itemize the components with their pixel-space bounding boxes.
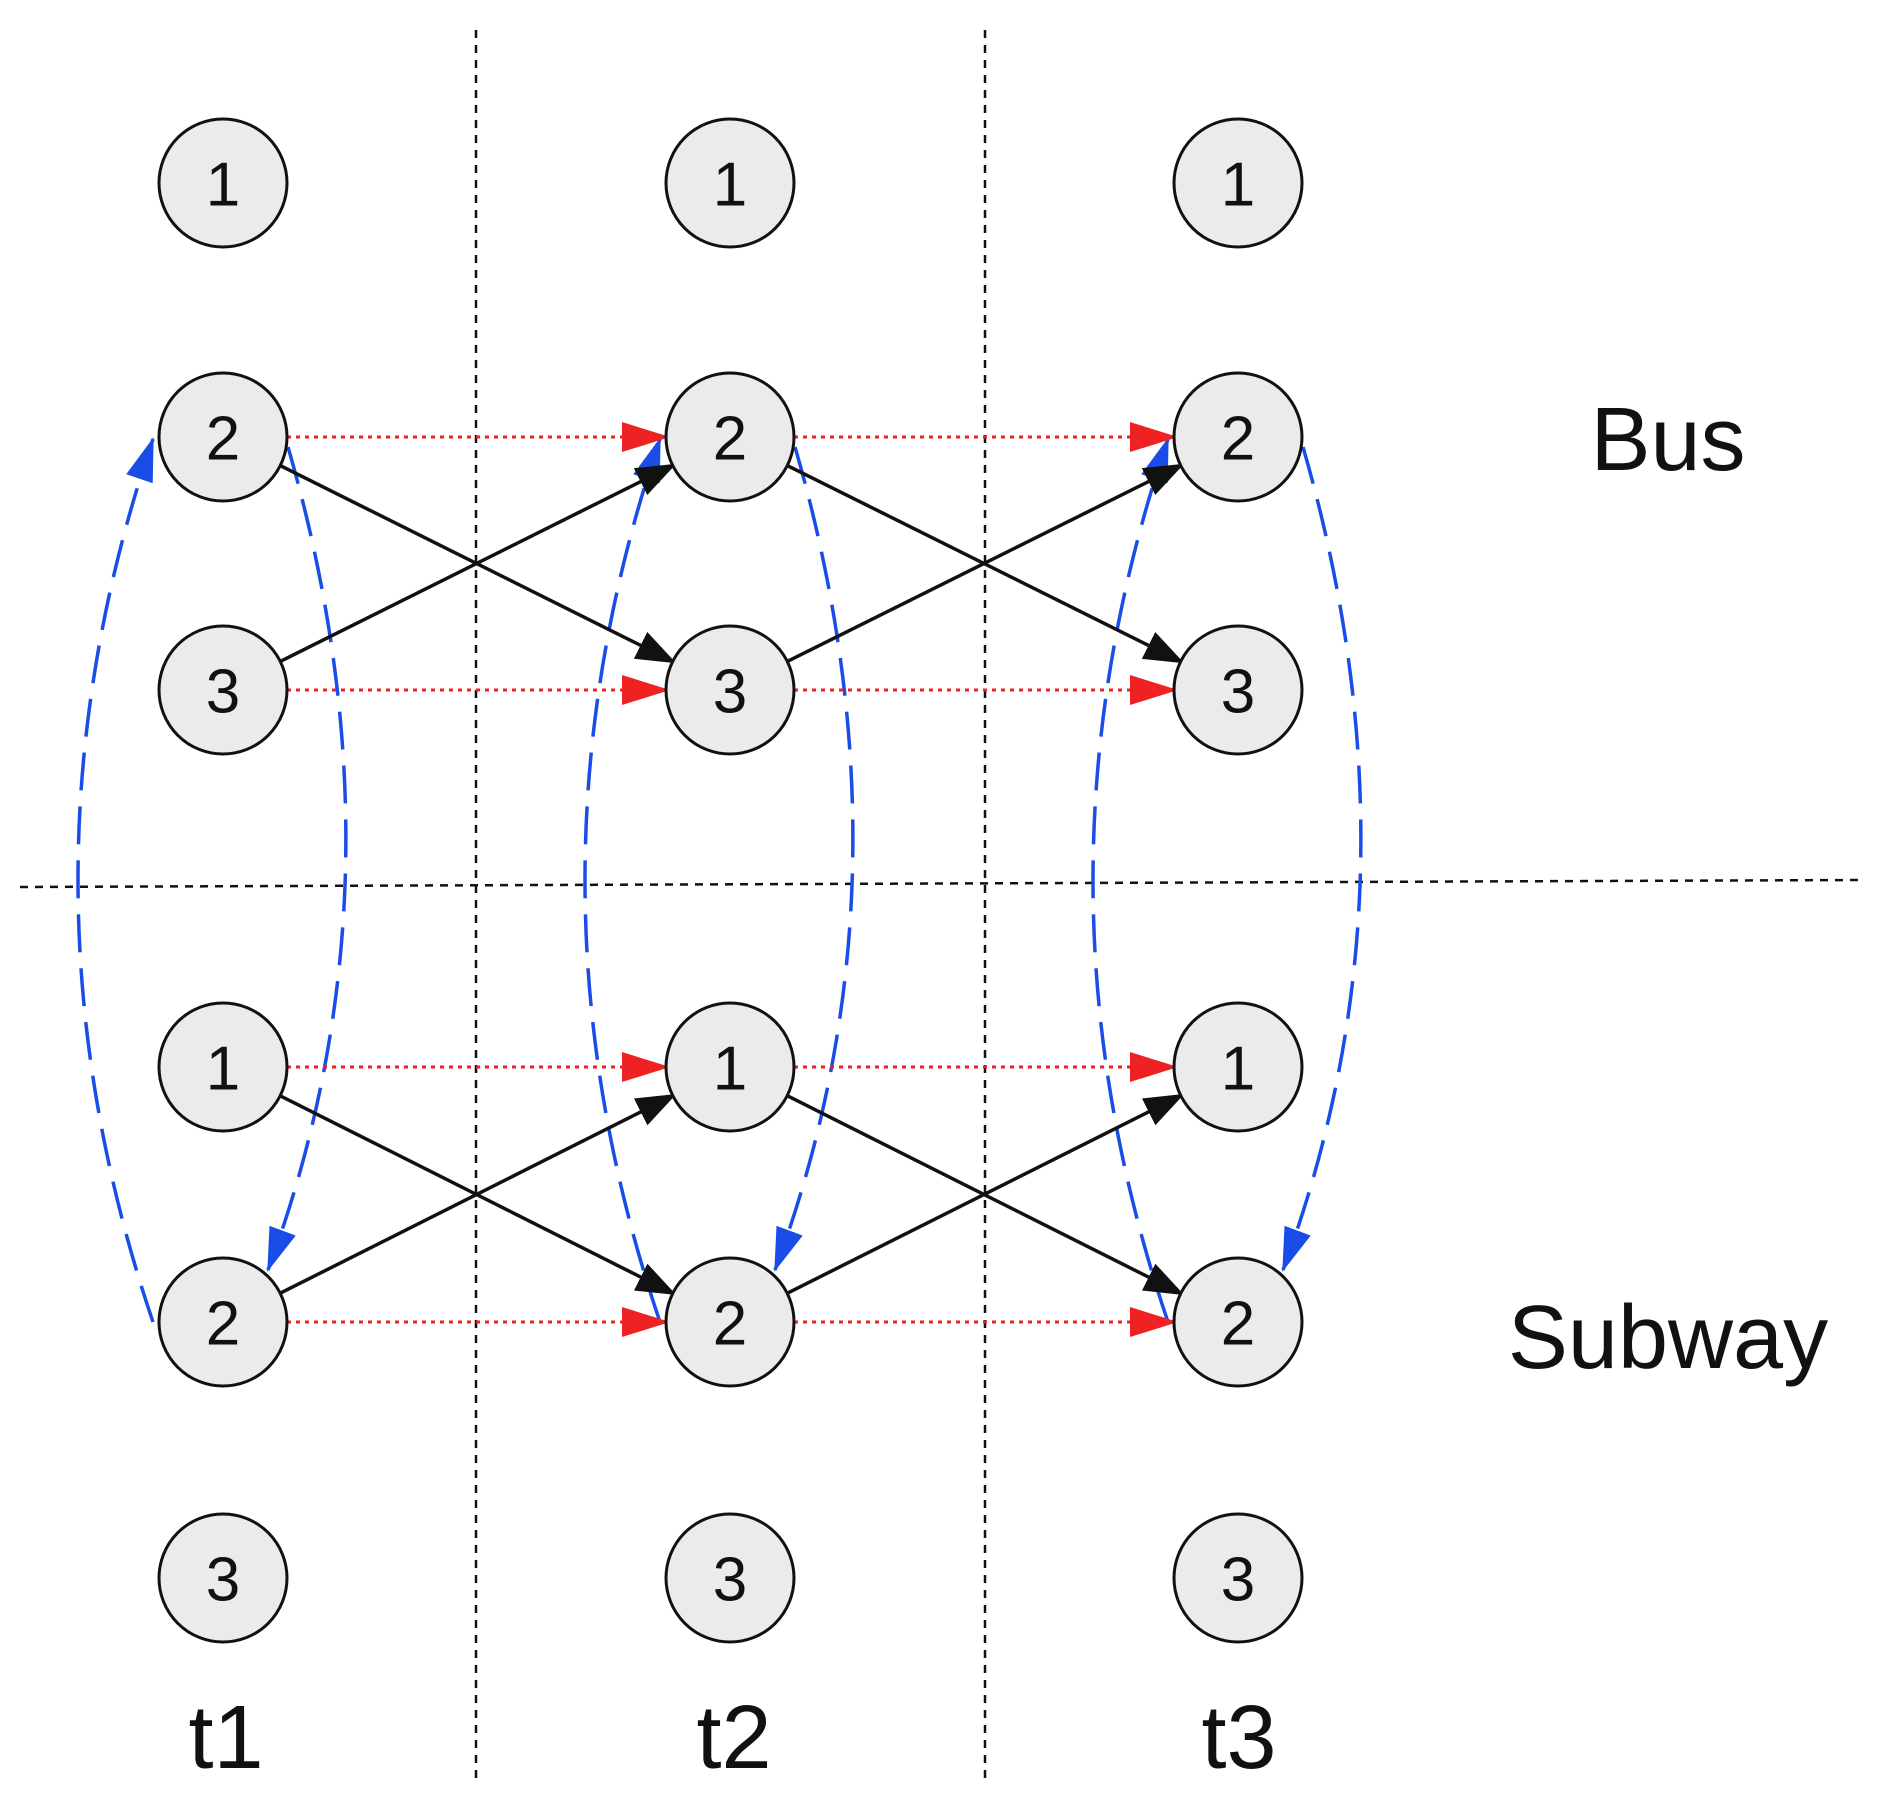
time-labels: t1 t2 t3 [188,1688,1276,1788]
node-label: 3 [1221,1546,1255,1615]
layer-labels: Bus Subway [1508,390,1828,1388]
node-label: 3 [206,1546,240,1615]
node-label: 2 [1221,1290,1255,1359]
node: 1 [1172,117,1304,249]
node: 3 [157,1512,289,1644]
node: 3 [157,624,289,756]
node-label: 2 [206,405,240,474]
node-circle [157,624,289,756]
node-label: 1 [206,1035,240,1104]
node: 3 [1172,1512,1304,1644]
node-label: 2 [713,405,747,474]
node-label: 3 [713,658,747,727]
node: 1 [157,117,289,249]
node-circle [1172,1256,1304,1388]
node-circle [157,371,289,503]
interlayer-edge [773,446,855,1272]
node: 1 [664,1001,796,1133]
spatial-edge [279,1093,677,1295]
layer-label-subway: Subway [1508,1288,1828,1388]
node-circle [157,1001,289,1133]
node-label: 2 [713,1290,747,1359]
node-circle [1172,1512,1304,1644]
node: 2 [1172,371,1304,503]
node-circle [157,117,289,249]
node-label: 1 [1221,151,1255,220]
node: 1 [664,117,796,249]
node-circle [157,1512,289,1644]
node: 3 [1172,624,1304,756]
interlayer-edge [1281,446,1363,1272]
interlayer-edge [1091,437,1170,1323]
node-label: 1 [1221,1035,1255,1104]
node-circle [1172,371,1304,503]
time-label-t1: t1 [188,1688,263,1788]
node: 2 [664,1256,796,1388]
spatial-edges [279,463,1185,1296]
layer-label-bus: Bus [1590,390,1745,490]
interlayer-edge [266,446,348,1272]
node-circle [664,624,796,756]
interlayer-edge [583,437,662,1323]
node: 3 [664,1512,796,1644]
interlayer-edges [76,437,1363,1323]
node: 2 [664,371,796,503]
time-label-t3: t3 [1201,1688,1276,1788]
node-label: 3 [1221,658,1255,727]
node-label: 1 [206,151,240,220]
node-circle [1172,624,1304,756]
node: 3 [664,624,796,756]
node-label: 2 [206,1290,240,1359]
node-circle [664,371,796,503]
dividers [19,30,1861,1785]
node-circle [664,1512,796,1644]
node-label: 3 [713,1546,747,1615]
temporal-edges [287,422,1178,1337]
time-label-t2: t2 [696,1688,771,1788]
node-label: 3 [206,658,240,727]
node-circle [664,1256,796,1388]
node-circle [157,1256,289,1388]
node-label: 1 [713,151,747,220]
node-circle [664,117,796,249]
node: 2 [157,1256,289,1388]
spatial-edge [786,1093,1185,1295]
node-label: 1 [713,1035,747,1104]
node: 2 [157,371,289,503]
node-label: 2 [1221,405,1255,474]
spatial-edge [279,463,677,663]
layer-divider [19,878,1861,889]
node: 1 [1172,1001,1304,1133]
node-circle [1172,117,1304,249]
node-circle [664,1001,796,1133]
interlayer-edge [76,437,155,1323]
spatial-edge [786,463,1185,664]
node: 2 [1172,1256,1304,1388]
node: 1 [157,1001,289,1133]
nodes: 1 1 1 2 2 2 3 3 3 1 1 1 2 2 2 3 3 3 [157,117,1304,1644]
node-circle [1172,1001,1304,1133]
